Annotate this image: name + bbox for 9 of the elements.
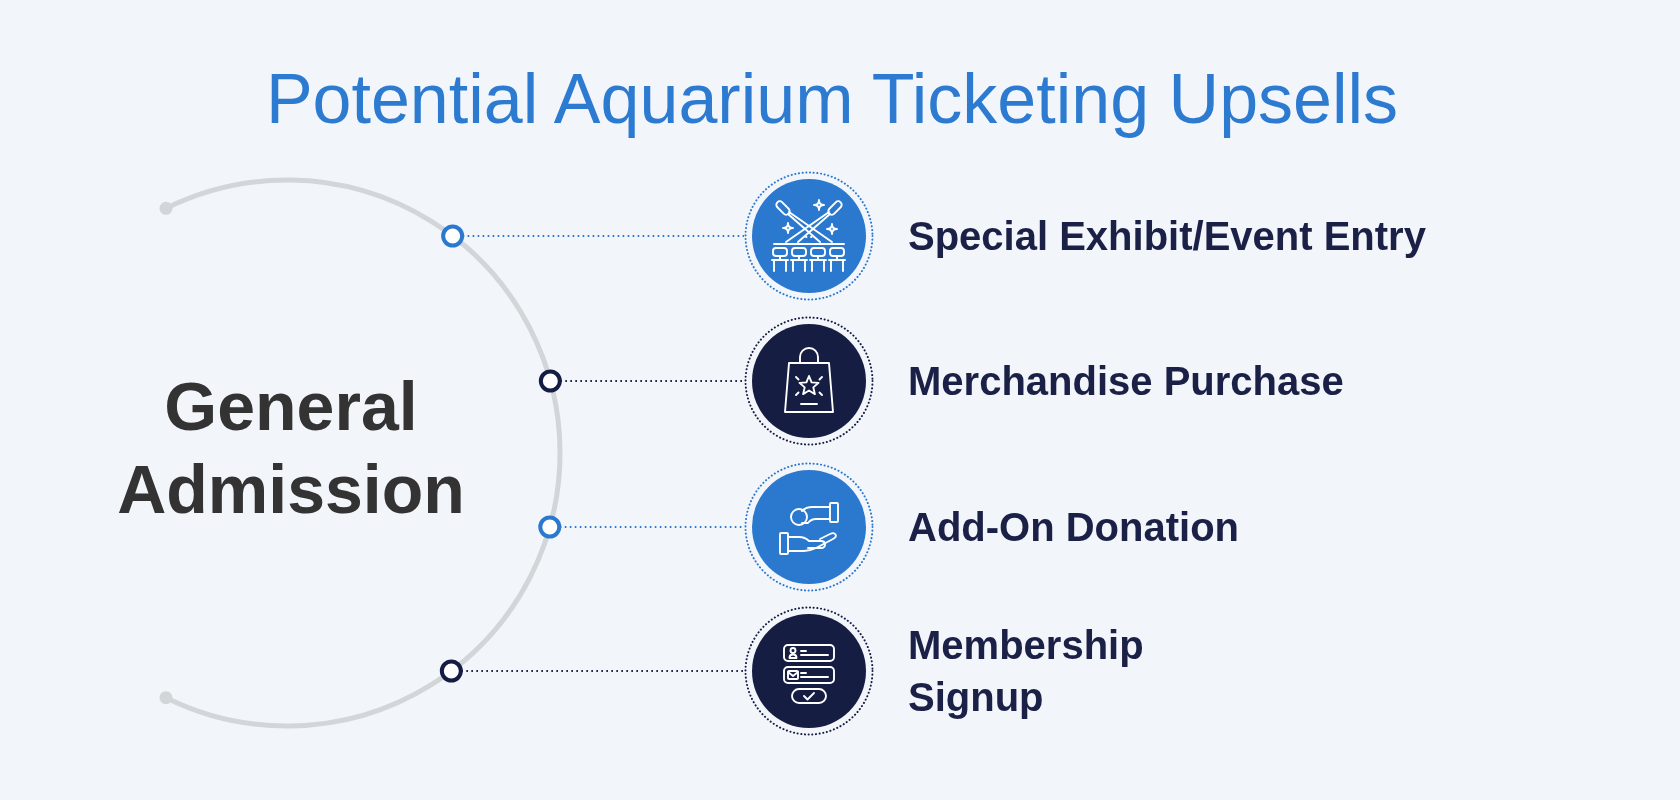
upsell-label: Membership Signup	[908, 622, 1145, 721]
hub-label: General Admission	[117, 367, 465, 529]
upsell-label: Add-On Donation	[908, 504, 1240, 551]
upsell-label: Merchandise Purchase	[908, 358, 1344, 405]
upsell-label: Special Exhibit/Event Entry	[908, 213, 1426, 260]
page-title: Potential Aquarium Ticketing Upsells	[264, 59, 1400, 139]
dotted-connector	[538, 369, 745, 393]
dotted-connector	[439, 659, 745, 683]
dotted-connector	[441, 224, 745, 248]
